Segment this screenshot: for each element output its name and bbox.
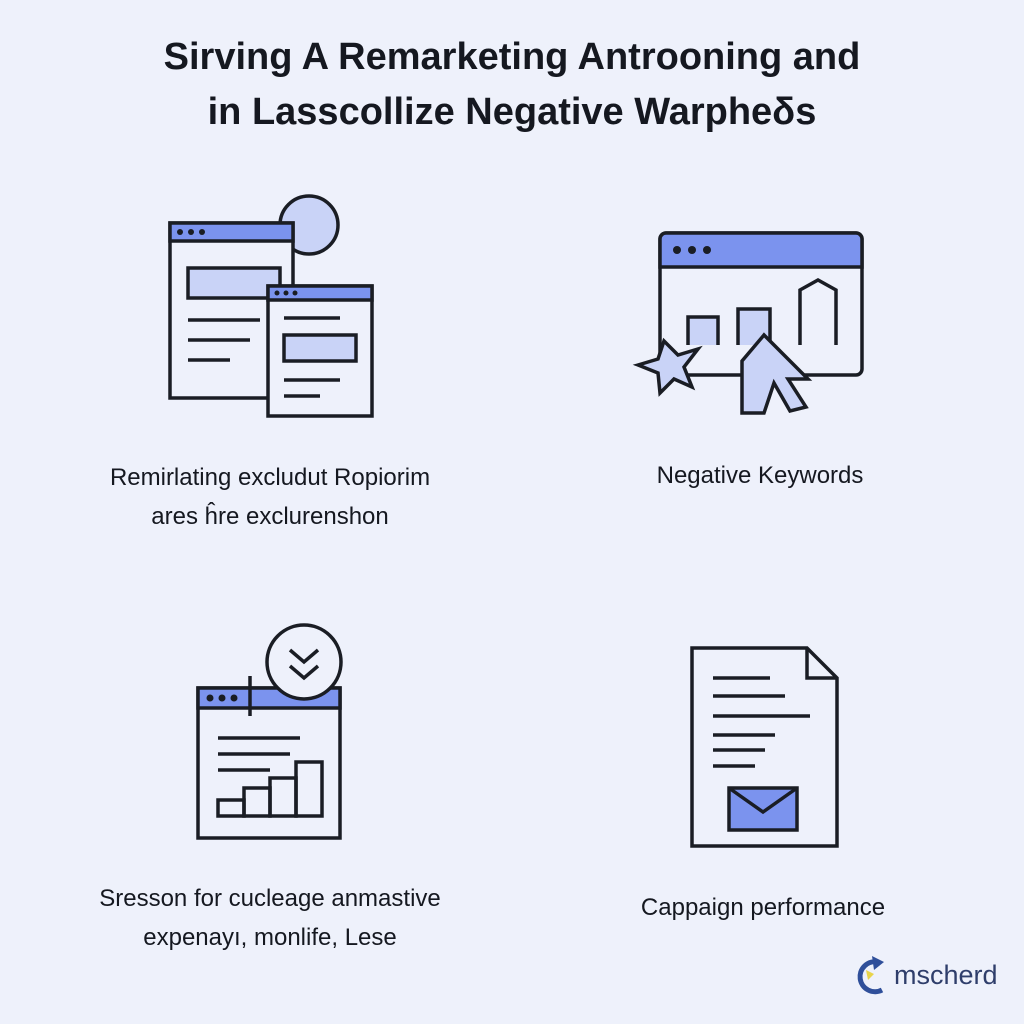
logo-text: mscherd [894,959,998,990]
caption-line: Negative Keywords [656,462,864,489]
card-caption-2: Negative Keywords [560,456,960,495]
bar-chart-window-icon [196,623,343,840]
title-line-1: Sirving A Remarketing Antrooning and [163,36,861,78]
page-title: Sirving A Remarketing Antrooning and in … [0,30,1024,140]
browser-windows-icon [168,194,374,418]
brand-logo: mscherd [852,954,998,996]
card-caption-4: Cappaign performance [563,888,963,927]
card-caption-1: Remirlating excludut Ropiorim ares ĥre e… [70,458,470,536]
card-caption-3: Sresson for cucleage anmastive expenayı,… [70,879,470,957]
document-mail-icon [690,646,839,848]
caption-line: Sresson for cucleage anmastive [99,885,441,912]
caption-line: Remirlating excludut Ropiorim [109,464,431,491]
title-line-2: in Lasscollize Negative Warpheδs [207,91,817,133]
chart-cursor-icon [632,231,864,415]
caption-line: expenayı, monlife, Lese [143,924,397,951]
caption-line: ares ĥre exclurenshon [151,503,389,530]
caption-line: Cappaign performance [640,894,886,921]
logo-arrow-icon [857,956,884,995]
